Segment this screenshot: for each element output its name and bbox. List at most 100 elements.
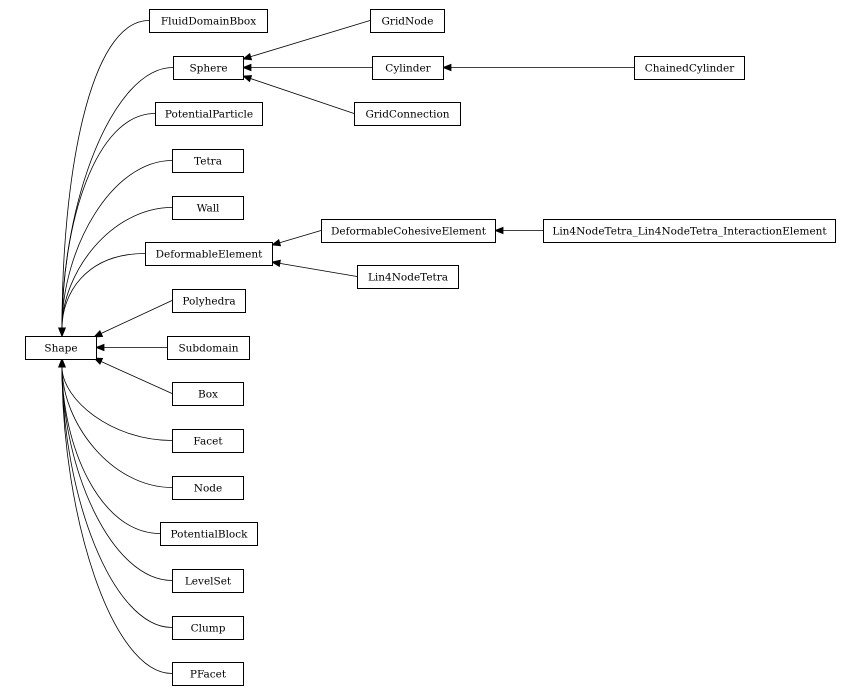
edge-facet-to-shape — [58, 357, 173, 441]
edge-deformable-element-to-shape-line — [61, 253, 146, 329]
edge-facet-to-shape-line — [61, 366, 173, 441]
node-box — [354, 102, 461, 126]
node-box — [172, 476, 244, 500]
node-label: Shape — [44, 343, 77, 355]
node-wall[interactable]: Wall — [172, 196, 244, 220]
edge-chained-cylinder-to-cylinder-arrowhead — [441, 63, 452, 72]
node-box[interactable]: Box — [172, 382, 244, 406]
node-label: FluidDomainBbox — [161, 16, 256, 28]
edge-box-to-shape-line — [99, 360, 173, 394]
edge-lin4-node-tetra-to-deformable-element — [270, 259, 358, 277]
edge-clump-to-shape-line — [61, 366, 173, 628]
edge-grid-connection-to-sphere — [241, 75, 355, 114]
edge-level-set-to-shape — [58, 357, 173, 581]
node-fluid-domain-bbox[interactable]: FluidDomainBbox — [149, 9, 268, 33]
edge-deformable-element-to-shape — [58, 253, 146, 338]
node-facet[interactable]: Facet — [172, 429, 244, 453]
edge-subdomain-to-shape-arrowhead — [94, 343, 105, 352]
node-potential-particle[interactable]: PotentialParticle — [155, 102, 263, 126]
node-tetra[interactable]: Tetra — [172, 149, 244, 173]
edge-potential-particle-to-shape-line — [61, 113, 156, 329]
node-box — [172, 196, 244, 220]
node-box — [543, 219, 836, 243]
edge-deformable-cohesive-element-to-deformable-element — [270, 230, 322, 247]
node-box — [145, 242, 273, 266]
edge-node-to-shape-line — [61, 366, 173, 488]
node-clump[interactable]: Clump — [172, 616, 244, 640]
node-box — [155, 102, 263, 126]
node-label: Node — [194, 483, 222, 495]
node-grid-node[interactable]: GridNode — [370, 9, 445, 33]
node-deformable-cohesive-element[interactable]: DeformableCohesiveElement — [321, 219, 496, 243]
node-shape[interactable]: Shape — [25, 336, 97, 360]
edge-polyhedra-to-shape — [93, 300, 173, 338]
node-grid-connection[interactable]: GridConnection — [354, 102, 461, 126]
node-potential-block[interactable]: PotentialBlock — [160, 522, 258, 546]
node-sphere[interactable]: Sphere — [173, 56, 244, 80]
edge-tetra-to-shape-line — [61, 160, 173, 329]
edge-potential-block-to-shape-line — [61, 366, 161, 534]
node-chained-cylinder[interactable]: ChainedCylinder — [634, 56, 745, 80]
nodes-layer: Shape FluidDomainBboxSpherePotentialParti… — [25, 9, 836, 686]
node-label: Tetra — [194, 156, 222, 168]
edge-pfacet-to-shape-arrowhead — [58, 357, 66, 368]
node-label: Subdomain — [178, 343, 238, 355]
node-label: PotentialBlock — [171, 529, 249, 541]
node-pfacet[interactable]: PFacet — [172, 662, 244, 686]
node-label: DeformableElement — [156, 249, 264, 261]
edge-wall-to-shape-line — [61, 207, 173, 329]
edge-lin4-node-tetra-lin4-node-tetra-interaction-element-to-deformable-cohesive-element — [493, 226, 543, 235]
node-label: PFacet — [190, 669, 227, 681]
edge-potential-particle-to-shape — [58, 113, 156, 338]
node-label: Lin4NodeTetra — [368, 272, 448, 284]
edge-box-to-shape — [93, 357, 173, 394]
node-cylinder[interactable]: Cylinder — [372, 56, 444, 80]
node-box — [149, 9, 268, 33]
edge-fluid-domain-bbox-to-shape-line — [61, 20, 150, 329]
node-box — [634, 56, 745, 80]
edge-deformable-cohesive-element-to-deformable-element-arrowhead — [270, 238, 282, 247]
node-box — [372, 56, 444, 80]
node-label: Facet — [193, 436, 223, 448]
node-box — [25, 336, 97, 360]
edge-lin4-node-tetra-to-deformable-element-arrowhead — [270, 259, 281, 268]
edge-deformable-element-to-shape-arrowhead — [58, 327, 66, 338]
node-label: Cylinder — [385, 63, 431, 75]
node-label: Sphere — [189, 63, 227, 75]
node-box — [172, 289, 246, 313]
node-label: GridConnection — [365, 109, 449, 121]
node-polyhedra[interactable]: Polyhedra — [172, 289, 246, 313]
node-box — [172, 616, 244, 640]
node-label: Polyhedra — [182, 296, 235, 308]
node-box — [172, 662, 244, 686]
edge-grid-node-to-sphere-arrowhead — [241, 52, 253, 61]
edge-wall-to-shape — [58, 207, 173, 338]
node-deformable-element[interactable]: DeformableElement — [145, 242, 273, 266]
node-label: Wall — [197, 203, 220, 215]
node-lin4-node-tetra-lin4-node-tetra-interaction-element[interactable]: Lin4NodeTetra_Lin4NodeTetra_InteractionE… — [543, 219, 836, 243]
edge-potential-block-to-shape — [58, 357, 161, 534]
node-subdomain[interactable]: Subdomain — [167, 336, 250, 360]
edge-lin4-node-tetra-to-deformable-element-line — [279, 262, 358, 277]
node-box — [321, 219, 496, 243]
node-label: Lin4NodeTetra_Lin4NodeTetra_InteractionE… — [552, 226, 827, 238]
node-node[interactable]: Node — [172, 476, 244, 500]
edge-level-set-to-shape-line — [61, 366, 173, 581]
edge-deformable-cohesive-element-to-deformable-element-line — [279, 230, 322, 244]
edge-grid-node-to-sphere-line — [250, 20, 371, 58]
node-label: PotentialParticle — [165, 109, 253, 121]
edge-chained-cylinder-to-cylinder — [441, 63, 634, 72]
edge-grid-connection-to-sphere-arrowhead — [241, 75, 253, 83]
node-box — [370, 9, 445, 33]
node-box — [172, 569, 244, 593]
edge-grid-connection-to-sphere-line — [250, 78, 355, 114]
edge-pfacet-to-shape — [58, 357, 173, 674]
node-label: GridNode — [382, 16, 434, 28]
edge-lin4-node-tetra-lin4-node-tetra-interaction-element-to-deformable-cohesive-element-arrowhead — [493, 226, 504, 235]
node-lin4-node-tetra[interactable]: Lin4NodeTetra — [357, 265, 459, 289]
edge-polyhedra-to-shape-arrowhead — [93, 330, 104, 338]
node-box — [173, 56, 244, 80]
node-label: ChainedCylinder — [645, 63, 735, 75]
node-level-set[interactable]: LevelSet — [172, 569, 244, 593]
